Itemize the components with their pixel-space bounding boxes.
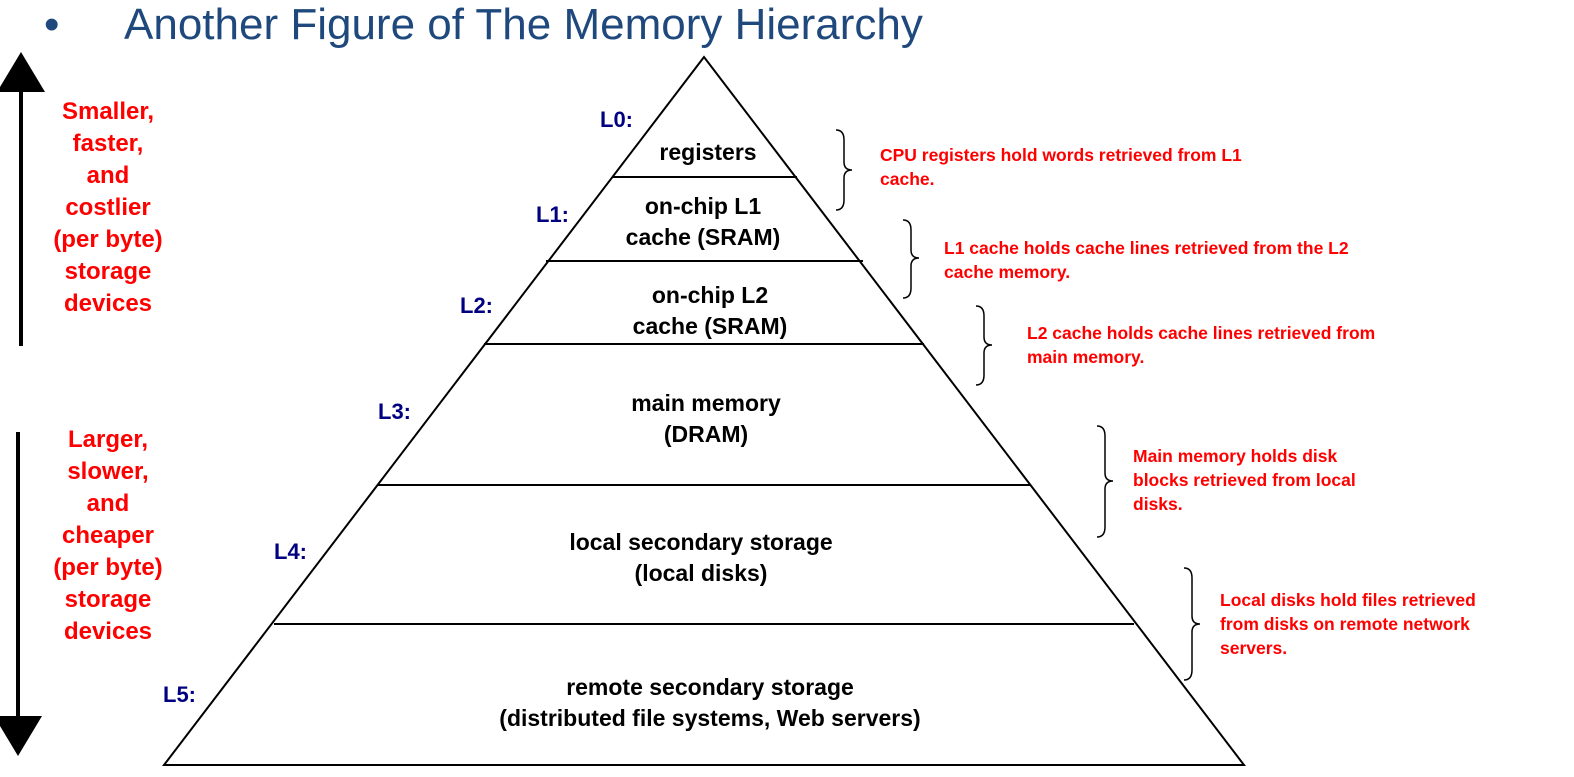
level-id-l4: L4: bbox=[274, 539, 307, 564]
tier-l1-cache: on-chip L1 cache (SRAM) bbox=[625, 193, 781, 250]
title-bullet: • bbox=[44, 0, 60, 49]
level-id-l1: L1: bbox=[536, 202, 569, 227]
note-local-disks: Local disks hold files retrieved from di… bbox=[1220, 590, 1476, 658]
slide-title: • Another Figure of The Memory Hierarchy bbox=[44, 0, 923, 50]
note-l2-cache: L2 cache holds cache lines retrieved fro… bbox=[1027, 323, 1376, 367]
note-l1-cache: L1 cache holds cache lines retrieved fro… bbox=[944, 238, 1349, 282]
tier-remote-secondary-storage: remote secondary storage (distributed fi… bbox=[499, 674, 921, 731]
pyramid-outline bbox=[161, 55, 1247, 766]
tier-l2-cache: on-chip L2 cache (SRAM) bbox=[632, 282, 788, 339]
tier-registers: registers bbox=[659, 139, 757, 165]
note-l0-registers: CPU registers hold words retrieved from … bbox=[880, 145, 1242, 189]
level-id-l2: L2: bbox=[460, 293, 493, 318]
note-main-memory: Main memory holds disk blocks retrieved … bbox=[1133, 446, 1356, 514]
level-id-l5: L5: bbox=[163, 682, 196, 707]
side-label-smaller-faster: Smaller, faster, and costlier (per byte)… bbox=[53, 98, 163, 317]
brace-l0-icon bbox=[835, 129, 853, 211]
brace-l1-icon bbox=[902, 219, 920, 299]
tier-main-memory: main memory (DRAM) bbox=[631, 390, 781, 447]
brace-l2-icon bbox=[975, 305, 993, 386]
side-label-larger-slower: Larger, slower, and cheaper (per byte) s… bbox=[53, 426, 163, 645]
brace-l3-icon bbox=[1096, 425, 1114, 538]
level-id-l3: L3: bbox=[378, 399, 411, 424]
title-text: Another Figure of The Memory Hierarchy bbox=[124, 0, 923, 49]
brace-l4-icon bbox=[1183, 567, 1201, 681]
tier-local-secondary-storage: local secondary storage (local disks) bbox=[569, 529, 833, 586]
level-id-l0: L0: bbox=[600, 107, 633, 132]
